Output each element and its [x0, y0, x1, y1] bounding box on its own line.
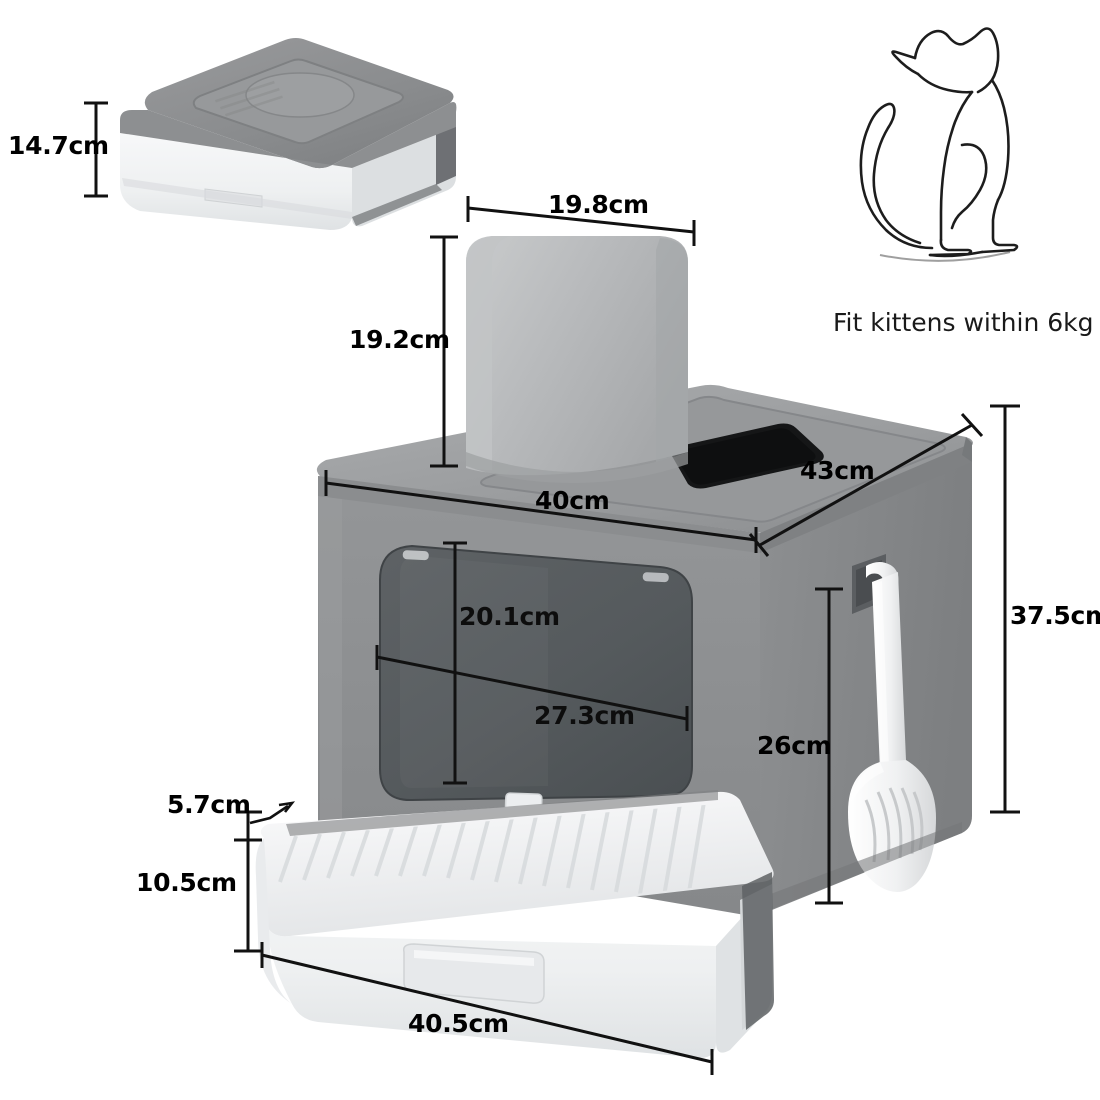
dimension-box-height — [990, 404, 1020, 814]
dimension-lid-flap-width — [466, 196, 696, 246]
dimension-label-box-height: 37.5cm — [1010, 601, 1100, 630]
dimension-side-panel-height — [815, 587, 843, 905]
dimension-label-drawer-height: 10.5cm — [136, 868, 237, 897]
dimension-box-depth — [748, 412, 984, 557]
dimension-door-height — [443, 541, 467, 785]
door-hinge-clip-right — [642, 572, 669, 583]
dimension-drawer-width — [260, 942, 714, 1075]
lid-flap — [466, 236, 688, 476]
dimension-drawer-lip-leader — [249, 801, 296, 825]
dimension-label-box-depth: 43cm — [800, 456, 875, 485]
dimension-label-door-height: 20.1cm — [459, 602, 560, 631]
dimension-door-width — [375, 645, 689, 731]
dimension-label-lid-flap-height: 19.2cm — [349, 325, 450, 354]
kitten-weight-caption: Fit kittens within 6kg — [833, 308, 1094, 337]
cat-silhouette-icon — [859, 27, 1019, 258]
door-hinge-clip-left — [402, 550, 429, 561]
dimension-label-lid-flap-width: 19.8cm — [548, 190, 649, 219]
folded-product-illustration — [120, 38, 457, 230]
dimension-folded-height — [84, 101, 108, 198]
dimension-label-side-panel-height: 26cm — [757, 731, 832, 760]
dimension-label-box-width: 40cm — [535, 486, 610, 515]
dimension-lid-flap-height — [430, 235, 458, 468]
main-litter-box-illustration — [255, 236, 973, 1058]
dimension-label-door-width: 27.3cm — [534, 701, 635, 730]
front-door — [379, 544, 693, 802]
drawer-ridges — [278, 804, 706, 899]
cat-ground-line — [879, 251, 1011, 262]
pullout-drawer — [255, 791, 774, 1058]
dimension-drawer-height — [234, 838, 262, 953]
dimension-label-drawer-width: 40.5cm — [408, 1009, 509, 1038]
dimension-label-drawer-lip-height: 5.7cm — [167, 790, 251, 819]
dimension-label-folded-height: 14.7cm — [8, 131, 109, 160]
